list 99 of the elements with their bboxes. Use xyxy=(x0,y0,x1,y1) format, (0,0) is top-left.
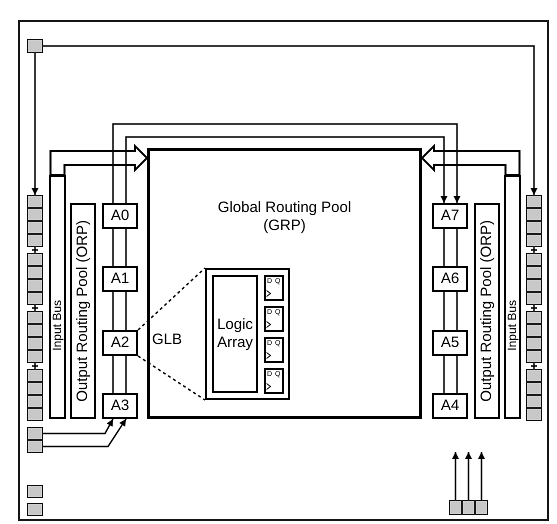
pin-square xyxy=(27,369,43,382)
cell-box xyxy=(432,393,468,419)
pin-square xyxy=(27,503,43,516)
arrow xyxy=(125,136,448,203)
connector-line xyxy=(112,356,114,393)
pin-square xyxy=(462,500,475,515)
pin-square xyxy=(27,311,43,324)
connector-line xyxy=(125,229,127,266)
routing-pool-box xyxy=(147,148,422,419)
pin-square xyxy=(526,253,542,266)
cell-box xyxy=(432,266,468,292)
pin-square xyxy=(526,408,542,421)
flip-flop-box xyxy=(264,368,284,394)
pin-square xyxy=(27,350,43,363)
array-label: Logic Array xyxy=(216,316,254,352)
pin-square xyxy=(27,427,43,440)
dashed-line xyxy=(138,267,206,331)
pin-square xyxy=(526,337,542,350)
pin-square xyxy=(449,500,462,515)
pool-title: Global Routing Pool (GRP) xyxy=(216,199,352,235)
cell-box xyxy=(102,330,138,356)
arrow xyxy=(43,418,127,448)
cell-box xyxy=(102,393,138,419)
arrow xyxy=(452,452,459,500)
bus-label: Input Bus xyxy=(506,300,519,350)
cell-label: A5 xyxy=(440,334,460,352)
pin-square xyxy=(526,279,542,292)
pin-square xyxy=(27,195,43,208)
cell-box xyxy=(432,330,468,356)
connector-line xyxy=(456,229,458,266)
arrow xyxy=(43,45,538,195)
pin-square xyxy=(475,500,488,515)
routing-pool-box xyxy=(70,203,96,419)
pin-square xyxy=(27,39,43,53)
pin-square xyxy=(526,350,542,363)
pin-square xyxy=(27,221,43,234)
cell-box xyxy=(432,203,468,229)
pin-square xyxy=(27,253,43,266)
connector-line xyxy=(125,356,127,393)
cell-label: A4 xyxy=(440,397,460,415)
pin-square xyxy=(27,408,43,421)
pin-square xyxy=(27,279,43,292)
pool-label: Output Routing Pool (ORP) xyxy=(74,220,92,402)
pin-square xyxy=(27,208,43,221)
arrow xyxy=(478,452,485,500)
cell-label: A3 xyxy=(110,397,130,415)
bus-label: Input Bus xyxy=(51,300,64,350)
pin-square xyxy=(526,292,542,305)
connector-line xyxy=(112,229,114,266)
cell-box xyxy=(102,203,138,229)
pin-square xyxy=(27,440,43,453)
cell-label: A1 xyxy=(110,270,130,288)
connector-line xyxy=(125,292,127,330)
pin-square xyxy=(526,311,542,324)
pin-square xyxy=(526,324,542,337)
connector-line xyxy=(443,229,445,266)
flip-flop-box xyxy=(264,275,284,301)
pin-square xyxy=(526,382,542,395)
routing-pool-box xyxy=(474,203,500,419)
hollow-arrow xyxy=(420,144,520,176)
connector-line xyxy=(112,292,114,330)
arrow xyxy=(465,452,472,500)
block-label: GLB xyxy=(152,331,182,349)
arrow xyxy=(32,53,38,195)
pin-square xyxy=(27,395,43,408)
logic-block-box xyxy=(205,268,290,400)
pin-square xyxy=(27,266,43,279)
cell-label: A0 xyxy=(110,207,130,225)
pin-square xyxy=(27,337,43,350)
connector-line xyxy=(456,292,458,330)
bus-box xyxy=(504,175,521,419)
flip-flop-box xyxy=(264,306,284,332)
bus-box xyxy=(49,175,66,419)
pin-square xyxy=(27,382,43,395)
hollow-arrow xyxy=(50,144,148,176)
pin-square xyxy=(526,195,542,208)
pin-square xyxy=(526,221,542,234)
logic-array-box xyxy=(212,275,258,393)
cell-label: A6 xyxy=(440,270,460,288)
cell-label: A7 xyxy=(440,207,460,225)
pin-square xyxy=(27,234,43,247)
cell-label: A2 xyxy=(110,334,130,352)
pin-square xyxy=(526,395,542,408)
pin-square xyxy=(526,266,542,279)
pin-square xyxy=(526,369,542,382)
arrow xyxy=(43,418,114,434)
connector-line xyxy=(456,356,458,393)
dashed-line xyxy=(138,355,206,401)
connector-line xyxy=(443,356,445,393)
pin-square xyxy=(526,208,542,221)
pin-square xyxy=(27,485,43,498)
pool-label: Output Routing Pool (ORP) xyxy=(478,220,496,402)
pin-square xyxy=(27,324,43,337)
flip-flop-box xyxy=(264,337,284,363)
pin-square xyxy=(526,234,542,247)
arrow xyxy=(112,123,460,203)
connector-line xyxy=(443,292,445,330)
cell-box xyxy=(102,266,138,292)
pin-square xyxy=(27,292,43,305)
